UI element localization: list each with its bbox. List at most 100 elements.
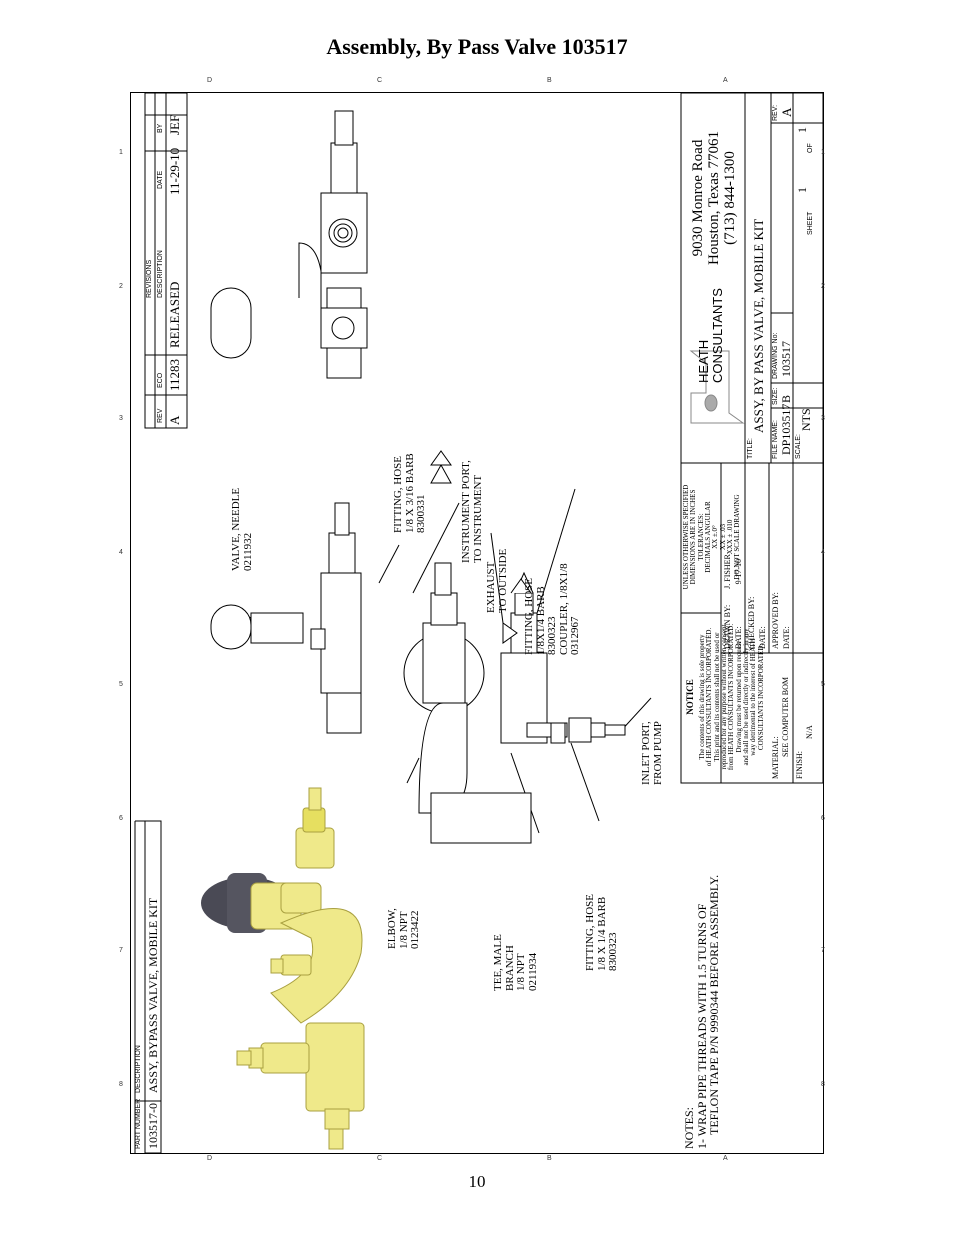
callout-line: 0312967: [569, 616, 582, 656]
callout-exhaust: EXHAUST TO OUTSIDE: [485, 548, 509, 613]
drawing-no-value: 103517: [779, 341, 793, 377]
notes: NOTES: 1- WRAP PIPE THREADS WITH 1.5 TUR…: [682, 874, 722, 1149]
tolerances-block: UNLESS OTHERWISE SPECIFIED DIMENSIONS AR…: [682, 484, 742, 590]
zone-letter-top: A: [723, 77, 728, 84]
revision-date: 11-29-10: [167, 147, 182, 195]
sheet-label: SHEET: [807, 211, 814, 235]
sheet-value: 1: [795, 187, 809, 193]
revision-eco: 11283: [167, 358, 182, 391]
callout-line: FITTING, HOSE: [584, 894, 596, 971]
approved-date-row: DATE:: [782, 626, 791, 649]
page-title: Assembly, By Pass Valve 103517: [326, 34, 628, 59]
callout-fitting-hose-bottom: FITTING, HOSE 1/8 X 1/4 BARB 8300323: [584, 894, 620, 972]
notice-heading: NOTICE: [685, 679, 695, 715]
of-value: 1: [795, 127, 809, 133]
address-line: Houston, Texas 77061: [705, 130, 722, 266]
checked-date-row: DATE:: [758, 626, 767, 649]
callout-line: 1/8 NPT: [515, 953, 528, 991]
zone-letter-top: B: [547, 77, 552, 84]
company-logo-text: HEATH CONSULTANTS: [696, 288, 725, 383]
rev-col-label: REV: [157, 408, 164, 423]
zone-letter-bottom: B: [547, 1155, 552, 1162]
callout-line: ELBOW,: [386, 908, 398, 949]
finish-value: N/A: [805, 725, 814, 739]
zone-number-left: 8: [119, 1081, 123, 1088]
description-col-label: DESCRIPTION: [157, 250, 164, 298]
callout-valve-needle: VALVE, NEEDLE 0211932: [230, 488, 254, 571]
scale-label: SCALE:: [795, 434, 802, 459]
checked-by-row: CHECKED BY:: [747, 596, 756, 649]
callout-line: 8300323: [607, 932, 620, 972]
notes-heading: NOTES:: [682, 1107, 696, 1149]
file-name-value: DP103517: [779, 403, 793, 455]
zone-number-left: 2: [119, 283, 123, 290]
callout-tee: TEE, MALE BRANCH 1/8 NPT 0211934: [492, 934, 539, 991]
zone-letter-top: C: [377, 77, 383, 84]
callout-line: 0211934: [526, 952, 539, 991]
notes-line: TEFLON TAPE P/N 9990344 BEFORE ASSEMBLY.: [707, 874, 722, 1135]
drawing-title: ASSY, BY PASS VALVE, MOBILE KIT: [751, 218, 766, 433]
logo-line: CONSULTANTS: [709, 288, 725, 383]
rev-value: A: [779, 107, 794, 117]
revision-by: JEF: [167, 114, 182, 135]
zone-number-right: 6: [821, 815, 825, 822]
part-number-value: 103517-0: [146, 1103, 160, 1149]
date-col-label: DATE: [157, 170, 164, 189]
zone-number-left: 6: [119, 815, 123, 822]
part-number-label: PART NUMBER: [135, 1098, 142, 1149]
drawing-no-label: DRAWING No:: [772, 332, 779, 379]
description-label: DESCRIPTION: [135, 1045, 142, 1093]
zone-letter-bottom: C: [377, 1155, 383, 1162]
callout-line: TO INSTRUMENT: [471, 474, 484, 563]
by-col-label: BY: [157, 123, 164, 133]
callout-line: INSTRUMENT PORT,: [460, 460, 472, 563]
finish-label: FINISH:: [795, 750, 804, 779]
size-label: SIZE:: [772, 387, 779, 405]
title-label: TITLE:: [747, 437, 754, 459]
callout-line: FITTING, HOSE: [523, 578, 535, 655]
callout-line: TO OUTSIDE: [496, 548, 509, 613]
size-value: B: [779, 394, 793, 403]
eco-col-label: ECO: [157, 372, 164, 388]
zone-letter-bottom: A: [723, 1155, 728, 1162]
callout-line: TEE, MALE: [492, 934, 504, 991]
callout-line: FITTING, HOSE: [392, 456, 404, 533]
material-value: SEE COMPUTER BOM: [781, 676, 790, 757]
callout-line: 8300323: [546, 616, 559, 656]
part-description-value: ASSY, BYPASS VALVE, MOBILE KIT: [146, 897, 160, 1093]
revisions-heading: REVISIONS: [146, 259, 153, 298]
callout-inlet-port: INLET PORT, FROM PUMP: [640, 721, 664, 785]
zone-number-left: 3: [119, 415, 123, 422]
zone-number-left: 1: [119, 149, 123, 156]
drawn-by-row: DRAWN BY: J. FISHER: [723, 554, 732, 649]
approved-by-row: APPROVED BY:: [771, 592, 780, 649]
scale-value: NTS: [799, 408, 813, 431]
callout-line: FROM PUMP: [651, 721, 664, 785]
callout-fitting-hose-coupler: FITTING, HOSE 1/8X1/4 BARB 8300323 COUPL…: [523, 563, 582, 656]
zone-number-right: 8: [821, 1081, 825, 1088]
callout-line: 8300331: [415, 494, 428, 534]
callout-fitting-hose-top: FITTING, HOSE 1/8 X 3/16 BARB 8300331: [392, 453, 428, 534]
zone-letter-top: D: [207, 77, 213, 84]
rev-label: REV:: [772, 104, 779, 121]
drawing-frame: D C B A D C B A 1 2 3 4 5 6 7 8 1 2 3 4 …: [119, 77, 825, 1162]
page-number: 10: [468, 1172, 486, 1191]
callout-instrument-port: INSTRUMENT PORT, TO INSTRUMENT: [460, 460, 484, 563]
of-label: OF: [807, 143, 814, 153]
phone-line: (713) 844-1300: [721, 151, 738, 245]
revision-description: RELEASED: [167, 281, 182, 348]
zone-number-right: 7: [821, 947, 825, 954]
assembly-drawing: [134, 93, 823, 1153]
company-address: 9030 Monroe Road Houston, Texas 77061 (7…: [690, 113, 738, 283]
logo-line: HEATH: [696, 339, 711, 383]
drawn-date-row: DATE: 9-17-10: [734, 559, 743, 649]
zone-number-left: 7: [119, 947, 123, 954]
callout-line: INLET PORT,: [640, 721, 652, 785]
revision-rev: A: [167, 415, 182, 425]
callout-line: 0123422: [409, 910, 422, 950]
address-line: 9030 Monroe Road: [690, 139, 706, 257]
file-name-label: FILE NAME:: [772, 420, 779, 459]
zone-letter-bottom: D: [207, 1155, 213, 1162]
callout-line: EXHAUST: [485, 561, 497, 613]
callout-line: 0211932: [241, 532, 254, 571]
